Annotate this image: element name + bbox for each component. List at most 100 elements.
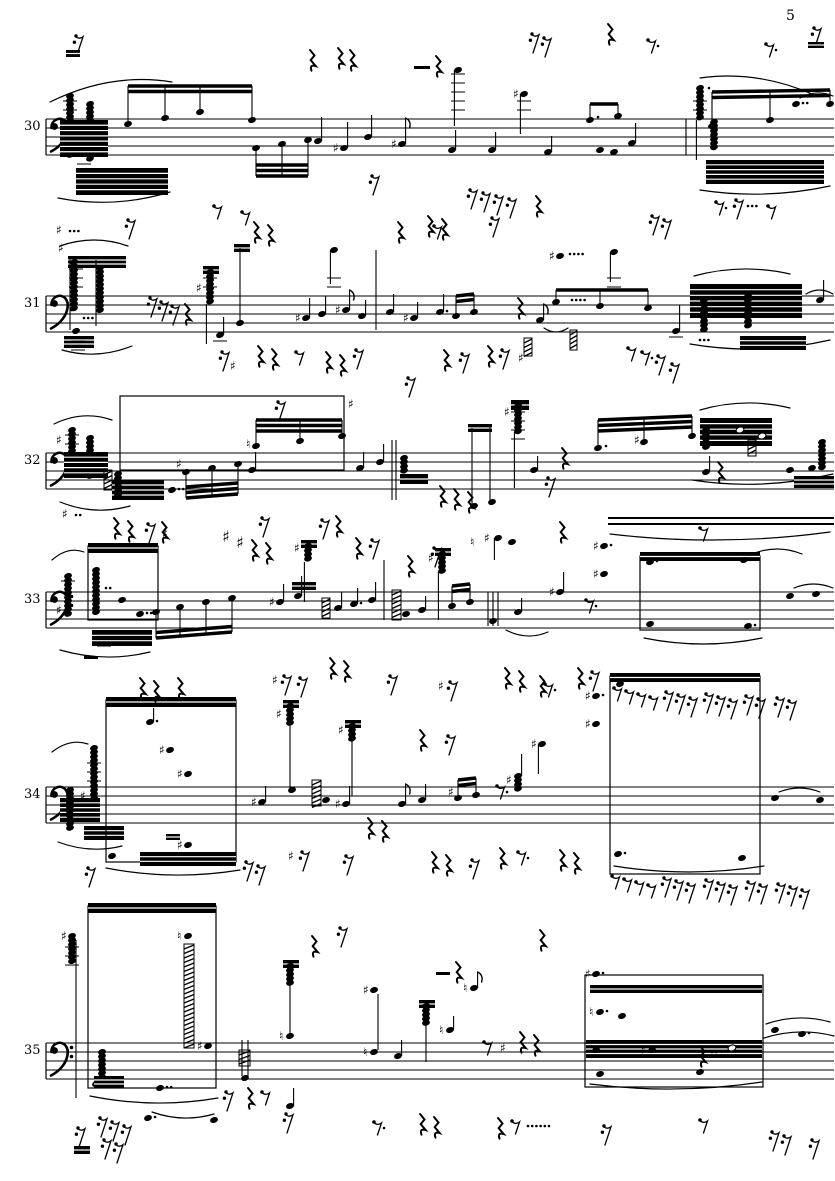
chord-cluster <box>710 118 718 151</box>
sixteenth-rest <box>254 864 267 886</box>
sixteenth-rest <box>352 348 365 370</box>
quarter-rest <box>419 1113 429 1136</box>
note <box>771 1026 779 1034</box>
quarter-rest <box>717 461 727 484</box>
note: ♯ <box>177 767 192 781</box>
note <box>448 130 457 154</box>
chord-cluster <box>702 426 710 450</box>
svg-text:♯: ♯ <box>585 967 591 981</box>
chord-cluster <box>286 962 294 986</box>
quarter-rest <box>573 852 583 875</box>
sixteenth-rest <box>258 516 271 538</box>
chord-cluster <box>70 258 78 312</box>
accidental: ♯ <box>518 351 524 365</box>
note: ♮ <box>439 1016 455 1037</box>
quarter-rest <box>497 1117 507 1140</box>
slur <box>151 1111 215 1119</box>
quarter-rest <box>533 1034 543 1057</box>
sixteenth-rest <box>662 690 675 712</box>
quarter-rest <box>455 961 465 984</box>
sixteenth-rest <box>528 32 541 54</box>
sixteenth-rest <box>674 693 687 715</box>
note: ♮ <box>589 1005 609 1019</box>
sixteenth-rest <box>732 198 745 220</box>
note: ♯ <box>593 539 613 553</box>
svg-text:♯: ♯ <box>348 397 354 411</box>
svg-text:♯: ♯ <box>585 689 591 703</box>
sixteenth-rest <box>446 680 459 702</box>
quarter-rest <box>539 675 549 698</box>
augmentation-dots <box>68 229 80 233</box>
beam-group <box>454 776 480 802</box>
accidental: ♯ <box>236 533 244 552</box>
svg-text:♯: ♯ <box>230 359 236 373</box>
svg-text:♯: ♯ <box>288 849 294 863</box>
accidental: ♯ <box>288 849 294 863</box>
svg-text:♯: ♯ <box>56 433 62 447</box>
staff-lines <box>45 452 834 490</box>
svg-text:♯: ♯ <box>80 789 86 803</box>
bass-clef <box>49 1041 74 1077</box>
quarter-rest <box>161 521 171 544</box>
slur <box>693 268 791 277</box>
note <box>792 100 809 108</box>
sixteenth-rest <box>714 695 727 717</box>
note <box>350 588 363 608</box>
sixteenth-rest <box>296 676 309 698</box>
quarter-rest <box>329 657 339 680</box>
svg-text:♯: ♯ <box>333 141 339 155</box>
quarter-rest <box>445 854 455 877</box>
eighth-rest <box>584 598 598 614</box>
accidental: ♯ <box>62 507 68 521</box>
quarter-rest <box>499 847 509 870</box>
slur <box>805 289 834 295</box>
note <box>596 1070 604 1078</box>
accidental: ♯ <box>484 531 490 545</box>
sixteenth-rest <box>660 218 673 240</box>
sixteenth-rest <box>726 698 739 720</box>
eighth-rest <box>766 204 777 220</box>
sixteenth-rest <box>654 354 667 376</box>
beam-group <box>182 460 242 500</box>
sixteenth-rest <box>714 881 727 903</box>
note <box>786 466 794 474</box>
sixteenth-rest <box>702 692 715 714</box>
svg-text:♯: ♯ <box>177 767 183 781</box>
sixteenth-rest <box>458 352 471 374</box>
svg-text:♯: ♯ <box>428 551 434 565</box>
augmentation-dots <box>568 252 584 256</box>
svg-text:♯: ♯ <box>500 1041 506 1055</box>
accidental: ♯ <box>230 359 236 373</box>
slur <box>799 92 834 99</box>
slur <box>61 345 133 355</box>
svg-text:♯: ♯ <box>549 249 555 263</box>
note <box>812 590 820 598</box>
accidental: ♯ <box>80 789 86 803</box>
eighth-rest <box>622 877 633 893</box>
note: ♯ <box>269 584 285 609</box>
svg-text:♯: ♯ <box>335 797 341 811</box>
page-number: 5 <box>786 8 795 24</box>
note <box>376 444 385 466</box>
quarter-rest <box>271 348 281 371</box>
quarter-rest <box>309 49 319 72</box>
svg-text:♯: ♯ <box>484 531 490 545</box>
svg-text:♯: ♯ <box>593 539 599 553</box>
note: ♯ <box>335 786 351 811</box>
svg-text:♮: ♮ <box>246 437 250 451</box>
quarter-rest <box>517 297 527 320</box>
accidental: ♯ <box>222 527 230 546</box>
slur <box>105 867 241 876</box>
beam-stack <box>94 1076 124 1088</box>
sixteenth-rest <box>146 296 159 318</box>
slur <box>765 1017 831 1025</box>
eighth-rest <box>646 38 660 54</box>
note <box>798 1030 811 1038</box>
accidental: ♯ <box>504 405 510 419</box>
accidental: ♯ <box>56 603 62 617</box>
note <box>508 538 516 546</box>
ledger-lines <box>71 340 85 351</box>
quarter-rest <box>339 354 349 377</box>
duration-bracket <box>119 395 345 471</box>
ledger-lines <box>511 411 525 440</box>
